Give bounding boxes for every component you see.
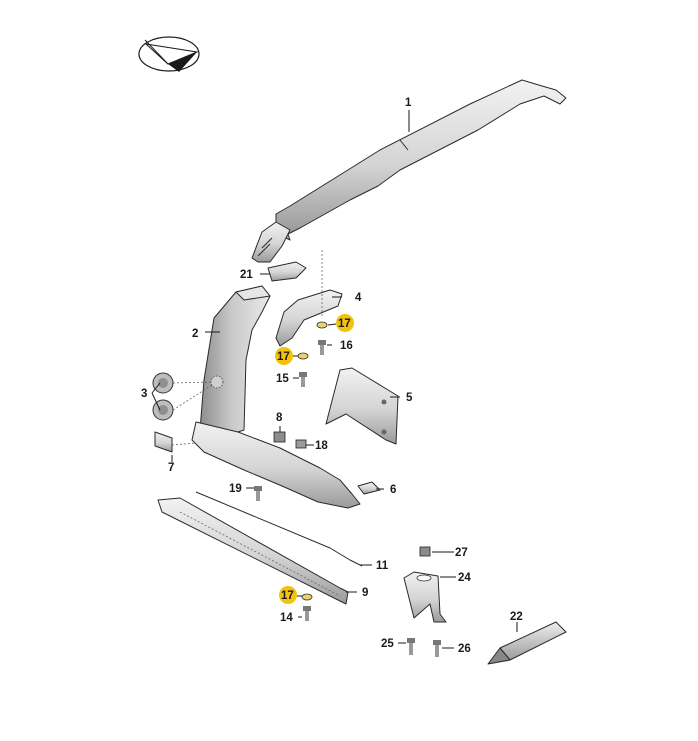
callout-17-upper: 17: [338, 318, 351, 330]
bolt-parts: [254, 340, 441, 657]
callout-labels: 1 2 3 4 5 6 7 8 9 11 14 15 16 17 17 17 1…: [141, 97, 523, 655]
callout-24: 24: [458, 572, 471, 584]
clip-plate-part: [154, 431, 197, 453]
pillar-trim-part: [191, 285, 361, 509]
roof-rail-part: [251, 79, 567, 263]
callout-17-middle: 17: [277, 351, 290, 363]
callout-6: 6: [390, 484, 396, 496]
leader-lines: [151, 110, 518, 649]
callout-7: 7: [168, 462, 174, 474]
callout-19: 19: [229, 483, 242, 495]
washer-parts: [297, 321, 328, 601]
callout-18: 18: [315, 440, 328, 452]
callout-11: 11: [376, 560, 389, 572]
callout-17-upper-highlight: 17: [327, 314, 354, 332]
callout-26: 26: [458, 643, 471, 655]
callout-15: 15: [276, 373, 289, 385]
callout-17-lower-highlight: 17: [279, 586, 302, 604]
orientation-compass-icon: [138, 36, 200, 72]
callout-4: 4: [355, 292, 362, 304]
callout-17-middle-highlight: 17: [275, 347, 298, 365]
callout-14: 14: [280, 612, 293, 624]
mount-bracket-part: [403, 546, 447, 623]
bracket-part: [275, 250, 343, 347]
callout-8: 8: [276, 412, 283, 424]
callout-25: 25: [381, 638, 394, 650]
side-panel-part: [325, 367, 399, 445]
callout-22: 22: [510, 611, 523, 623]
callout-3: 3: [141, 388, 147, 400]
callout-16: 16: [340, 340, 353, 352]
adhesive-tube-part: [487, 621, 567, 665]
callout-2: 2: [192, 328, 198, 340]
callout-5: 5: [406, 392, 413, 404]
callout-27: 27: [455, 547, 468, 559]
seal-strip-part: [195, 491, 363, 567]
callout-9: 9: [362, 587, 368, 599]
callout-1: 1: [405, 97, 412, 109]
cap-part: [357, 481, 381, 495]
callout-21: 21: [240, 269, 253, 281]
cover-cap-part: [267, 261, 307, 282]
callout-17-lower: 17: [281, 590, 294, 602]
nut-parts: [273, 431, 307, 449]
sill-trim-part: [157, 497, 349, 605]
